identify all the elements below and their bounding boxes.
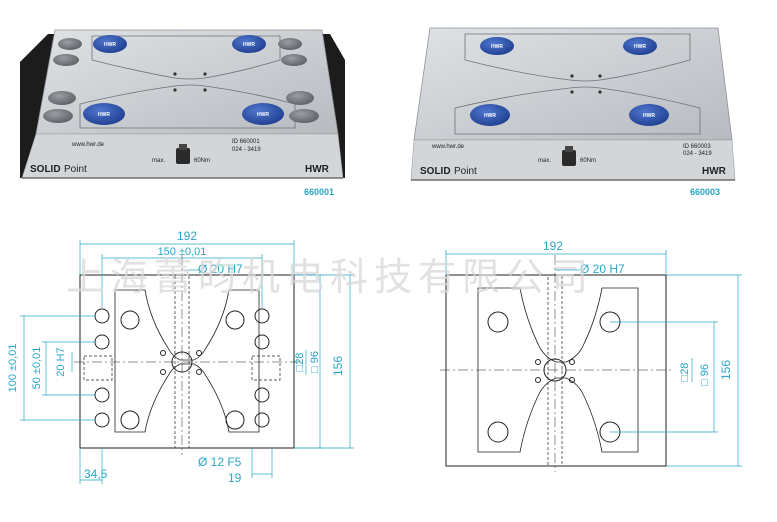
svg-text:max.: max. — [538, 158, 551, 164]
hwr-button-icon: HWR — [629, 104, 669, 126]
svg-text:SOLID: SOLID — [420, 166, 451, 177]
svg-text:ID 660001: ID 660001 — [232, 139, 260, 145]
dim-left-mid: 50 ±0,01 — [31, 347, 43, 390]
hwr-button-icon: HWR — [93, 35, 127, 53]
hwr-button-icon: HWR — [480, 37, 514, 55]
dim-width: 192 — [177, 229, 197, 243]
dim-square-outer: □ 96 — [309, 351, 321, 373]
hwr-button-icon: HWR — [470, 104, 510, 126]
dim-width: 192 — [543, 239, 563, 253]
product-code: 660001 — [304, 187, 334, 197]
svg-text:HWR: HWR — [643, 113, 655, 119]
grey-button-icon — [281, 54, 307, 66]
dim-square-inner: □28 — [294, 353, 306, 372]
hwr-button-icon: HWR — [232, 35, 266, 53]
product-photo-660001: HWR HWR HWR HWR www.hwr.de ID 660001 02 — [20, 29, 345, 179]
svg-text:HWR: HWR — [702, 166, 727, 177]
hwr-button-icon: HWR — [83, 103, 125, 125]
hwr-button-icon: HWR — [623, 37, 657, 55]
svg-text:60Nm: 60Nm — [580, 158, 596, 164]
dimension-lines-1 — [20, 240, 354, 484]
svg-text:HWR: HWR — [98, 112, 110, 118]
svg-text:www.hwr.de: www.hwr.de — [431, 144, 465, 150]
grey-button-icon — [53, 54, 79, 66]
dim-bottom-offset: 34,5 — [84, 467, 108, 481]
svg-text:HWR: HWR — [634, 44, 646, 50]
grey-button-icon — [48, 91, 76, 105]
dim-height: 156 — [719, 360, 733, 380]
dim-height: 156 — [331, 356, 345, 376]
svg-text:HWR: HWR — [104, 42, 116, 48]
svg-text:HWR: HWR — [484, 113, 496, 119]
watermark: 上海蕾昀机电科技有限公司 — [66, 255, 594, 299]
svg-text:024 - 3419: 024 - 3419 — [683, 151, 712, 157]
product-code: 660003 — [690, 187, 720, 197]
dim-left-outer: 100 ±0,01 — [7, 344, 19, 393]
svg-text:024 - 3419: 024 - 3419 — [232, 147, 261, 153]
dim-bottom-width: 19 — [228, 471, 242, 485]
torque-knob-icon — [562, 150, 576, 166]
svg-text:max.: max. — [152, 158, 165, 164]
dim-center-bore: Ø 20 H7 — [580, 262, 625, 276]
dim-square-outer: □ 96 — [699, 364, 711, 386]
hwr-button-icon: HWR — [242, 103, 284, 125]
grey-button-icon — [43, 109, 73, 123]
dim-left-inner: 20 H7 — [55, 347, 67, 376]
svg-text:ID 660003: ID 660003 — [683, 144, 711, 150]
svg-text:HWR: HWR — [491, 44, 503, 50]
svg-text:60Nm: 60Nm — [194, 158, 210, 164]
dim-bottom-bore: Ø 12 F5 — [198, 455, 242, 469]
grey-button-icon — [289, 109, 319, 123]
grey-button-icon — [286, 91, 314, 105]
dim-square-inner: □28 — [679, 363, 691, 382]
product-photo-660003: HWR HWR HWR HWR www.hwr.de ID 660003 024… — [410, 27, 736, 181]
svg-text:HWR: HWR — [243, 42, 255, 48]
svg-text:Point: Point — [64, 164, 87, 175]
svg-text:SOLID: SOLID — [30, 164, 61, 175]
svg-text:Point: Point — [454, 166, 477, 177]
torque-knob-icon — [176, 148, 190, 164]
svg-text:www.hwr.de: www.hwr.de — [71, 142, 105, 148]
dim-hole-spacing: 150 ±0,01 — [158, 246, 207, 258]
svg-text:HWR: HWR — [257, 112, 269, 118]
svg-text:HWR: HWR — [305, 164, 330, 175]
dimension-lines-2 — [445, 250, 742, 467]
dim-center-bore: Ø 20 H7 — [198, 262, 243, 276]
grey-button-icon — [58, 38, 82, 50]
grey-button-icon — [278, 38, 302, 50]
